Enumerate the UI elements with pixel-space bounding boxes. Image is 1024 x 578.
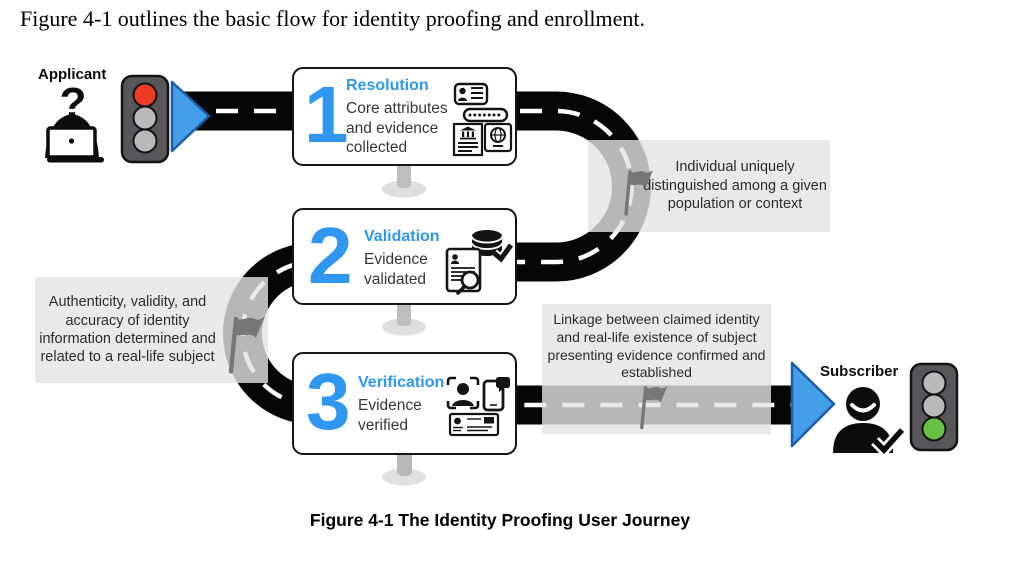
subscriber-label: Subscriber — [820, 363, 899, 380]
phone-message-icon — [482, 377, 510, 412]
id-badge-icon — [453, 82, 489, 106]
callout-validation-outcome: Authenticity, validity, and accuracy of … — [35, 277, 268, 383]
step-title: Resolution — [346, 77, 429, 94]
document-magnifier-icon — [445, 247, 482, 295]
step-title: Validation — [364, 228, 440, 245]
off-light — [921, 370, 947, 396]
passport-icon — [483, 122, 513, 153]
applicant-laptop-icon: ? — [45, 79, 104, 163]
signpost-1 — [382, 160, 426, 198]
subscriber-check-icon — [833, 387, 907, 458]
callout-text: Individual uniquely distinguished among … — [643, 159, 827, 213]
step2-icons — [445, 230, 514, 295]
off-light — [132, 105, 158, 131]
step1-icons — [452, 82, 513, 157]
step3-icons — [446, 376, 510, 437]
bank-statement-icon — [452, 122, 484, 157]
traffic-light-subscriber — [909, 362, 959, 452]
step-description: Core attributes and evidence collected — [346, 100, 448, 157]
subscriber-head — [846, 387, 880, 421]
step-title: Verification — [358, 374, 445, 391]
step-description: Evidence verified — [358, 397, 422, 434]
password-dots-icon — [462, 107, 509, 123]
id-card-icon — [448, 412, 500, 437]
checkmark-icon — [873, 428, 905, 454]
step-number: 2 — [308, 211, 353, 300]
end-arrow-icon — [790, 361, 836, 448]
callout-text: Authenticity, validity, and accuracy of … — [39, 294, 216, 366]
off-light — [921, 393, 947, 419]
traffic-light-applicant — [120, 74, 170, 164]
face-scan-icon — [446, 376, 480, 410]
signpost-3 — [382, 450, 426, 486]
callout-text: Linkage between claimed identity and rea… — [547, 311, 766, 381]
step-number: 3 — [306, 357, 351, 446]
step-box-resolution: 1 Resolution Core attributes and evidenc… — [292, 67, 517, 166]
step-box-validation: 2 Validation Evidence validated — [292, 208, 517, 305]
intro-text: Figure 4-1 outlines the basic flow for i… — [20, 6, 646, 31]
step-number: 1 — [304, 70, 349, 159]
laptop-camera-dot — [68, 138, 75, 144]
start-arrow-icon — [170, 80, 211, 153]
smile — [850, 403, 876, 413]
road-centerline — [178, 108, 800, 408]
green-light — [921, 416, 947, 442]
red-light — [132, 82, 158, 108]
callout-verification-outcome: Linkage between claimed identity and rea… — [542, 304, 771, 434]
desk-line — [47, 157, 104, 163]
off-light — [132, 128, 158, 154]
step-description: Evidence validated — [364, 251, 428, 288]
figure-caption: Figure 4-1 The Identity Proofing User Jo… — [309, 510, 691, 530]
signpost-2 — [382, 300, 426, 336]
applicant-label: Applicant — [38, 66, 107, 83]
step-box-verification: 3 Verification Evidence verified — [292, 352, 517, 455]
callout-resolution-outcome: Individual uniquely distinguished among … — [588, 140, 830, 232]
